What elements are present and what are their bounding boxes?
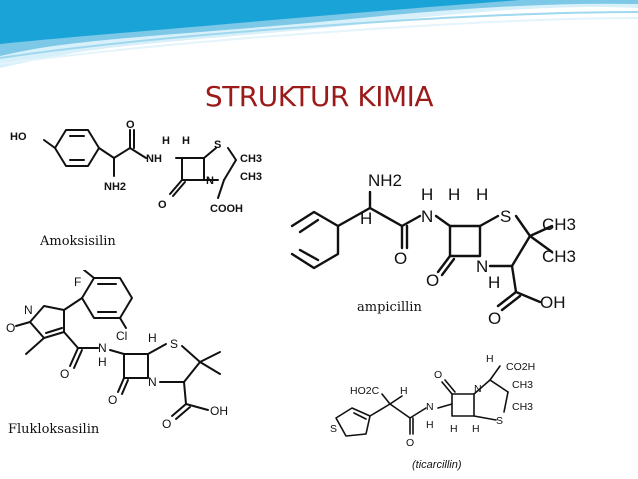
amoxicillin-o-amide: O [126, 119, 135, 131]
ticarcillin-n-amide: N [426, 401, 434, 413]
flucloxacillin-n-ring: N [148, 375, 157, 389]
flucloxacillin-o-lactam: O [108, 393, 117, 407]
flucloxacillin-s: S [170, 337, 178, 351]
ampicillin-nh2: NH2 [368, 171, 402, 190]
flucloxacillin-o-amide: O [60, 367, 69, 381]
ticarcillin-structure: HO2C H S O N H H H O N S CH3 CH3 H CO2H … [330, 353, 535, 471]
ampicillin-n-amide: N [421, 207, 433, 226]
ampicillin-s: S [500, 207, 511, 226]
ticarcillin-h3: H [486, 353, 494, 365]
flucloxacillin-h1: H [148, 331, 157, 345]
amoxicillin-o-lactam: O [158, 199, 167, 211]
ticarcillin-h-alpha: H [400, 385, 408, 397]
header-wave-decoration [0, 0, 638, 68]
ampicillin-oh: OH [540, 293, 566, 312]
flucloxacillin-structure: F Cl N O O N H H S O N O OH [6, 269, 228, 431]
flucloxacillin-o-isox: O [6, 321, 15, 335]
amoxicillin-cooh: COOH [210, 203, 243, 215]
ampicillin-o-lactam: O [426, 271, 439, 290]
ampicillin-n-ring: N [476, 257, 488, 276]
flucloxacillin-panel: F Cl N O O N H H S O N O OH [4, 269, 254, 445]
ampicillin-ch3a: CH3 [542, 215, 576, 234]
ampicillin-structure: NH2 H N H H H S CH3 CH3 O O N H OH O [290, 171, 576, 328]
ticarcillin-co2h: CO2H [506, 361, 535, 373]
amoxicillin-nh2: NH2 [104, 181, 126, 193]
amoxicillin-h2: H [182, 135, 190, 147]
amoxicillin-nh: NH [146, 153, 162, 165]
ampicillin-h2: H [476, 185, 488, 204]
amoxicillin-ch3b: CH3 [240, 171, 262, 183]
ticarcillin-o-amide: O [406, 437, 414, 449]
ampicillin-h-n: H [421, 185, 433, 204]
flucloxacillin-n-amide: N [98, 341, 107, 355]
ampicillin-o-amide: O [394, 249, 407, 268]
flucloxacillin-n-isox: N [24, 303, 33, 317]
amoxicillin-caption: Amoksisilin [40, 234, 116, 249]
amoxicillin-ho: HO [10, 131, 27, 143]
ticarcillin-ho2c: HO2C [350, 385, 380, 397]
flucloxacillin-h-n: H [98, 355, 107, 369]
ticarcillin-ch3b: CH3 [512, 401, 533, 413]
amoxicillin-ch3a: CH3 [240, 153, 262, 165]
flucloxacillin-oh: OH [210, 404, 228, 418]
flucloxacillin-cl: Cl [116, 329, 127, 343]
ticarcillin-h-n: H [426, 419, 434, 431]
amoxicillin-s: S [214, 139, 221, 151]
ticarcillin-s-ring: S [496, 415, 503, 427]
flucloxacillin-caption: Flukloksasilin [8, 422, 100, 437]
ampicillin-caption: ampicillin [357, 300, 422, 315]
ticarcillin-panel: HO2C H S O N H H H O N S CH3 CH3 H CO2H … [326, 336, 566, 478]
ticarcillin-s-thio: S [330, 423, 337, 435]
slide-title: STRUKTUR KIMIA [204, 80, 434, 113]
ticarcillin-h2: H [472, 423, 480, 435]
ampicillin-ch3b: CH3 [542, 247, 576, 266]
ticarcillin-o-lactam: O [434, 369, 442, 381]
ampicillin-h-alpha: H [360, 209, 372, 228]
ticarcillin-ch3a: CH3 [512, 379, 533, 391]
amoxicillin-n: N [206, 175, 214, 187]
ticarcillin-h1: H [450, 423, 458, 435]
amoxicillin-structure: HO NH2 O NH H H S CH3 CH3 N O COOH [10, 119, 262, 215]
ticarcillin-caption: (ticarcillin) [412, 459, 462, 471]
flucloxacillin-f: F [74, 275, 81, 289]
ampicillin-h3: H [488, 273, 500, 292]
ticarcillin-n-ring: N [474, 383, 482, 395]
ampicillin-o-acid: O [488, 309, 501, 328]
amoxicillin-panel: HO NH2 O NH H H S CH3 CH3 N O COOH Amoks… [6, 118, 298, 264]
amoxicillin-h1: H [162, 135, 170, 147]
ampicillin-h1: H [448, 185, 460, 204]
flucloxacillin-o-acid: O [162, 417, 171, 431]
ampicillin-panel: NH2 H N H H H S CH3 CH3 O O N H OH O [290, 160, 590, 330]
